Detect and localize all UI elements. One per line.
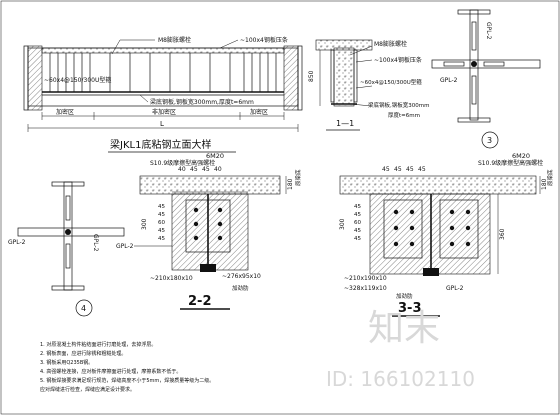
detail-4: GPL-2 GPL-2 4 (8, 181, 125, 317)
s2-gpl: GPL-2 (116, 243, 134, 250)
s2-plate (171, 193, 249, 271)
s2-plate-b: ~276x95x10 (222, 273, 261, 280)
s3-gpl: GPL-2 (446, 285, 464, 292)
note-5: 5. 钢板焊接要求满足现行规范，焊缝高度不小于5mm，焊接质量等级为二级。 (40, 377, 214, 384)
section-1-1: 850 M8膨胀螺栓 ~100x4钢板压条 ~60x4@150/300U型箍 梁… (308, 39, 429, 131)
u-hoops (49, 53, 277, 92)
s3-plate (369, 193, 491, 275)
note-1: 1. 对原混凝土构件粘结面进行打磨处理，去掉浮层。 (40, 341, 156, 348)
note-6: 应对焊缝进行检查，焊缝应满足设计要求。 (40, 386, 135, 393)
s1-label-bolt: M8膨胀螺栓 (374, 40, 407, 48)
section-2-2: 40 45 45 40 6M20 S10.9级摩擦型高强螺栓 45 45 60 … (116, 152, 302, 310)
note-2: 2. 钢板表面，应进行除锈和粗糙处理。 (40, 350, 126, 357)
watermark-logo: 知末 (368, 308, 440, 349)
svg-text:60: 60 (158, 220, 165, 226)
s2-beam-label: 原梁底 (294, 169, 302, 186)
section-1-slab (315, 39, 373, 51)
zone-right: 加密区 (250, 108, 268, 116)
beam-elevation: M8膨胀螺栓 ~100x4钢板压条 ~60x4@150/300U型箍 梁底钢板,… (23, 36, 303, 153)
s2-bolts (193, 207, 223, 241)
note-3: 3. 钢板采用Q235B钢。 (40, 359, 93, 366)
s3-h360: 360 (499, 228, 506, 240)
s1-label-strip: ~100x4钢板压条 (374, 56, 422, 64)
s3-dim-3: 45 (406, 166, 414, 173)
s3-plate-b: ~328x119x10 (344, 285, 387, 292)
section-2-title: 2-2 (188, 294, 212, 309)
label-u-hoop: ~60x4@150/300U型箍 (44, 76, 111, 84)
s2-dim-2: 45 (190, 166, 198, 173)
label-strip: ~100x4钢板压条 (240, 36, 288, 44)
s1-label-thickness: 厚度t=6mm (388, 111, 420, 119)
notes: 1. 对原混凝土构件粘结面进行打磨处理，去掉浮层。 2. 钢板表面，应进行除锈和… (40, 341, 214, 393)
s2-dim-3: 45 (202, 166, 210, 173)
s3-dim-2: 45 (394, 166, 402, 173)
section-1-beam (333, 47, 355, 107)
svg-text:45: 45 (158, 228, 165, 234)
left-support (27, 45, 43, 111)
s2-h180: 180 (287, 178, 294, 190)
right-support (283, 45, 299, 111)
span-label: L (160, 120, 164, 128)
svg-text:45: 45 (158, 204, 165, 210)
s1-label-hoop: ~60x4@150/300U型箍 (360, 78, 422, 86)
section-1-title: 1—1 (336, 119, 354, 128)
d4-gpl-left: GPL-2 (8, 239, 26, 246)
s3-bolts-top: 6M20 (512, 152, 530, 160)
svg-text:45: 45 (354, 212, 361, 218)
section-3-title: 3-3 (398, 301, 422, 316)
s2-slab (139, 175, 281, 195)
svg-text:45: 45 (354, 228, 361, 234)
d3-gpl-left: GPL-2 (440, 77, 458, 84)
detail-4-mark: 4 (81, 304, 86, 313)
detail-3: GPL-2 GPL-2 3 (431, 9, 541, 149)
elevation-title: 梁JKL1底粘钢立面大样 (110, 138, 211, 151)
s3-dim-1: 45 (382, 166, 390, 173)
label-bolt: M8膨胀螺栓 (158, 36, 191, 44)
s2-dim-4: 40 (214, 166, 222, 173)
top-strip (41, 47, 285, 54)
detail-3-mark: 3 (487, 136, 492, 145)
s1-label-bottom-plate: 梁底钢板,钢板宽300mm (368, 101, 429, 109)
svg-text:45: 45 (354, 204, 361, 210)
svg-text:45: 45 (354, 236, 361, 242)
s3-plate-a: ~210x190x10 (344, 275, 387, 282)
s2-stiff: 加劲肋 (232, 284, 249, 292)
s3-bolt-grade: S10.9级摩擦型高强螺栓 (478, 159, 543, 167)
s2-bolt-grade: S10.9级摩擦型高强螺栓 (150, 159, 215, 167)
s3-stiff: 加劲肋 (396, 292, 413, 300)
s3-dim-4: 45 (418, 166, 426, 173)
svg-text:45: 45 (158, 212, 165, 218)
zone-mid: 非加密区 (152, 108, 176, 116)
s3-h300: 300 (339, 218, 346, 230)
s3-slab (339, 175, 537, 195)
s2-bolts-top: 6M20 (206, 152, 224, 160)
d3-gpl-top: GPL-2 (485, 22, 492, 40)
s2-plate-a: ~210x180x10 (150, 275, 193, 282)
watermark-id: ID: 166102110 (326, 367, 475, 391)
s2-side-dims: 45 45 60 45 45 (158, 204, 165, 242)
section-3-3: 45 45 45 45 6M20 S10.9级摩擦型高强螺栓 45 45 60 … (339, 152, 554, 317)
s3-beam-label: 原梁底 (546, 169, 554, 186)
svg-text:60: 60 (354, 220, 361, 226)
note-4: 4. 高强螺栓连接，应对板件摩擦面进行处理，摩擦系数不低于。 (40, 368, 181, 375)
label-bottom-plate: 梁底钢板,钢板宽300mm,厚度t=6mm (150, 98, 254, 106)
watermark: 知末 ID: 166102110 (326, 308, 475, 391)
s3-bolts (393, 209, 471, 247)
svg-text:45: 45 (158, 236, 165, 242)
s2-dim-1: 40 (178, 166, 186, 173)
d4-gpl-right: GPL-2 (92, 234, 99, 252)
height-850: 850 (308, 70, 315, 82)
s3-h180: 180 (541, 178, 548, 190)
zone-left: 加密区 (56, 108, 74, 116)
s2-h300: 300 (141, 218, 148, 230)
s3-side-dims: 45 45 60 45 45 (354, 204, 361, 242)
